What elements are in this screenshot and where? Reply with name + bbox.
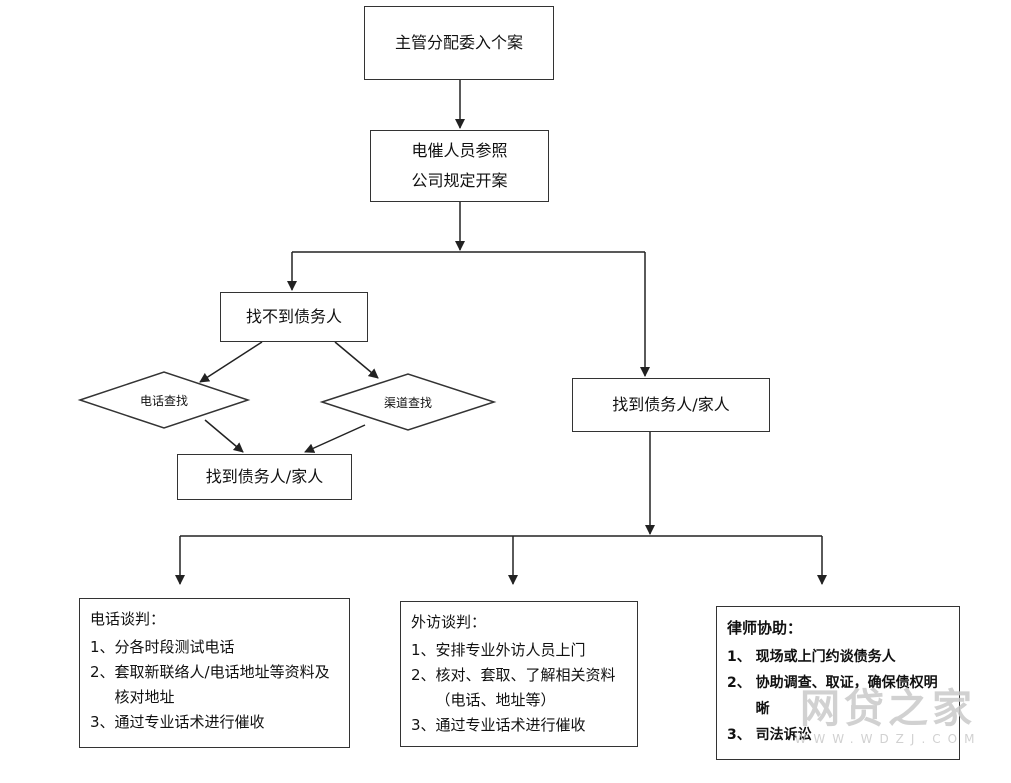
debtor-not-found-label: 找不到债务人 — [245, 307, 342, 326]
arrow-to-channel-search — [334, 341, 379, 379]
lawyer-assistance-title: 律师协助： — [727, 619, 803, 637]
found-debtor-right-box: 找到债务人/家人 — [572, 378, 770, 432]
open-case-label-line1: 电催人员参照 — [411, 141, 508, 160]
phone-negotiation-panel: 电话谈判： 1、 分各时段测试电话 2、 套取新联络人/电话地址等资料及核对地址… — [79, 598, 350, 748]
list-item: 2、 套取新联络人/电话地址等资料及核对地址 — [90, 663, 330, 706]
arrow-phone-to-found — [204, 419, 244, 453]
assign-case-label: 主管分配委入个案 — [394, 33, 523, 52]
assign-case-box: 主管分配委入个案 — [364, 6, 554, 80]
arrow-to-phone-search — [199, 341, 263, 383]
arrow-channel-to-found — [304, 424, 366, 453]
list-item: 1、 安排专业外访人员上门 — [411, 641, 586, 659]
list-item: 3、 通过专业话术进行催收 — [411, 716, 586, 734]
list-item: 2、 核对、套取、了解相关资料（电话、地址等） — [411, 666, 616, 709]
phone-search-diamond — [77, 371, 251, 429]
visit-negotiation-panel: 外访谈判： 1、 安排专业外访人员上门 2、 核对、套取、了解相关资料（电话、地… — [400, 601, 638, 747]
found-debtor-left-box: 找到债务人/家人 — [177, 454, 352, 500]
phone-negotiation-title: 电话谈判： — [90, 610, 166, 628]
found-debtor-right-label: 找到债务人/家人 — [612, 395, 730, 414]
visit-negotiation-title: 外访谈判： — [411, 613, 487, 631]
list-item: 3、 司法诉讼 — [727, 727, 812, 743]
debtor-not-found-box: 找不到债务人 — [220, 292, 368, 342]
open-case-box: 电催人员参照 公司规定开案 — [370, 130, 549, 202]
open-case-label-line2: 公司规定开案 — [411, 171, 508, 190]
lawyer-assistance-panel: 律师协助： 1、 现场或上门约谈债务人 2、 协助调查、取证，确保债权明晰 3、… — [716, 606, 960, 760]
channel-search-diamond — [319, 373, 497, 431]
list-item: 1、 现场或上门约谈债务人 — [727, 649, 896, 665]
found-debtor-left-label: 找到债务人/家人 — [205, 467, 324, 486]
channel-search-label: 渠道查找 — [383, 396, 432, 410]
list-item: 2、 协助调查、取证，确保债权明晰 — [727, 675, 938, 717]
list-item: 3、 通过专业话术进行催收 — [90, 713, 265, 731]
list-item: 1、 分各时段测试电话 — [90, 638, 235, 656]
phone-search-label: 电话查找 — [139, 394, 188, 408]
